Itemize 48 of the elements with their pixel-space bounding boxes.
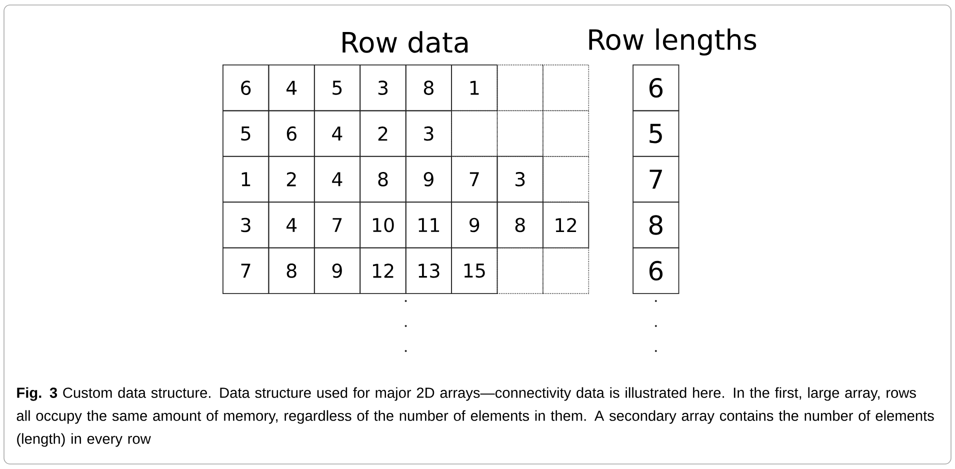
array-cell: 9 [451, 202, 498, 248]
empty-cell [496, 110, 544, 157]
array-cell: 13 [405, 247, 452, 294]
array-cell: 4 [268, 202, 315, 248]
caption: Fig. 3 Custom data structure. Data structure used for major 2D arrays—connectivity data is illustrated here. In the first, large array, rows all occupy the same amount of memory, regardless of the number of elements in them. A secondary array contains the number of elements (length) in every row [16, 387, 934, 447]
array-cell: 12 [360, 247, 406, 294]
array-cell: 2 [360, 110, 406, 157]
empty-cell [542, 110, 590, 157]
empty-cell [451, 110, 498, 157]
array-cell: 4 [268, 64, 315, 112]
array-cell: 4 [314, 110, 360, 157]
array-cell: 1 [451, 64, 498, 112]
length-cell: 6 [632, 64, 680, 112]
length-cell: 8 [632, 202, 680, 248]
array-cell: 8 [360, 156, 406, 202]
array-cell: 3 [360, 64, 406, 112]
array-cell: 1 [222, 156, 270, 202]
array-cell: 8 [268, 247, 315, 294]
array-cell: 6 [222, 64, 270, 112]
array-cell: 9 [405, 156, 452, 202]
array-cell: 3 [222, 202, 270, 248]
array-cell: 11 [405, 202, 452, 248]
array-cell: 7 [451, 156, 498, 202]
array-cell: 8 [405, 64, 452, 112]
array-cell: 2 [268, 156, 315, 202]
empty-cell [542, 156, 590, 202]
array-cell: 6 [268, 110, 315, 157]
empty-cell [496, 64, 544, 112]
array-cell: 7 [222, 247, 270, 294]
length-cell: 5 [632, 110, 680, 157]
array-cell: 5 [314, 64, 360, 112]
array-cell: 8 [496, 202, 544, 248]
empty-cell [542, 247, 590, 294]
array-cell: 12 [542, 202, 590, 248]
array-cell: 7 [314, 202, 360, 248]
length-cell: 7 [632, 156, 680, 202]
array-cell: 9 [314, 247, 360, 294]
array-cell: 15 [451, 247, 498, 294]
array-cell: 4 [314, 156, 360, 202]
array-heading: Row data [342, 31, 468, 53]
array-cell: 3 [405, 110, 452, 157]
empty-cell [496, 247, 544, 294]
empty-cell [542, 64, 590, 112]
array-cell: 10 [360, 202, 406, 248]
length-cell: 6 [632, 247, 680, 294]
array-cell: 3 [496, 156, 544, 202]
array-heading: Row lengths [589, 28, 756, 56]
array-cell: 5 [222, 110, 270, 157]
